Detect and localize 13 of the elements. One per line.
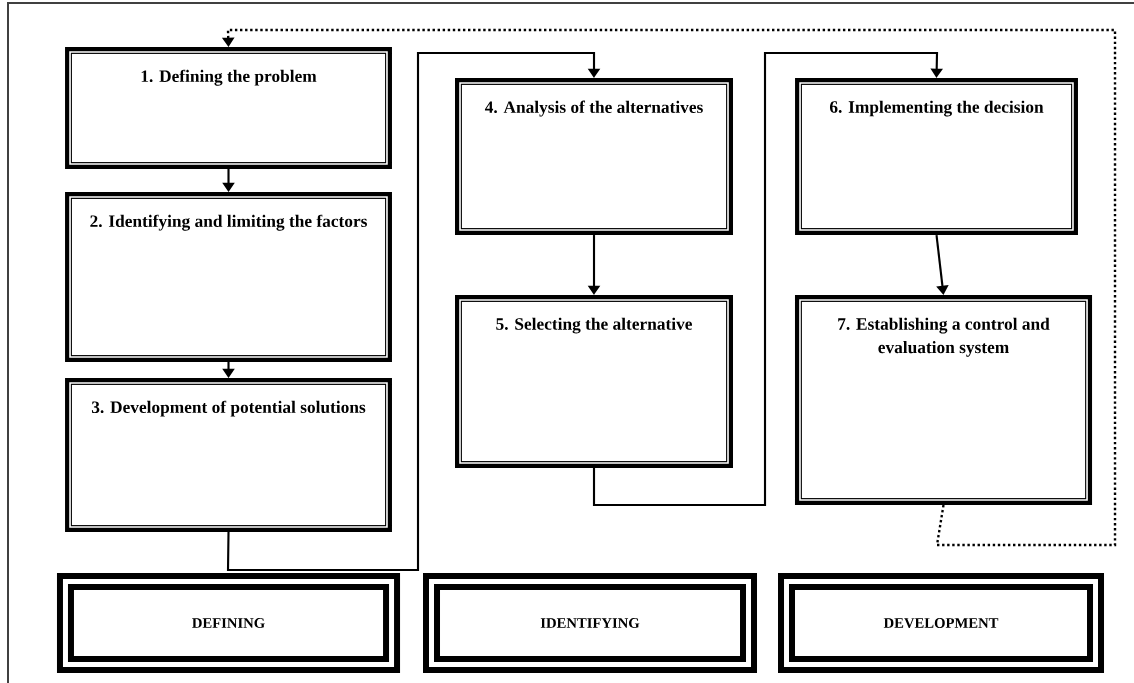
category-box: DEVELOPMENT	[778, 573, 1104, 673]
process-box: 5. Selecting the alternative	[455, 294, 733, 469]
process-box: 6. Implementing the decision	[795, 77, 1078, 236]
category-box: DEFINING	[56, 573, 401, 673]
process-box: 2. Identifying and limiting the factors	[65, 192, 392, 362]
process-box: 3. Development of potential solutions	[65, 378, 392, 532]
arrow	[935, 234, 949, 295]
arrow	[592, 51, 943, 507]
process-box: 1. Defining the problem	[65, 47, 392, 169]
category-box: IDENTIFYING	[423, 573, 757, 673]
arrow	[226, 51, 601, 572]
process-box: 4. Analysis of the alternatives	[455, 77, 733, 236]
process-box: 7. Establishing a control and evaluation system	[794, 295, 1093, 505]
